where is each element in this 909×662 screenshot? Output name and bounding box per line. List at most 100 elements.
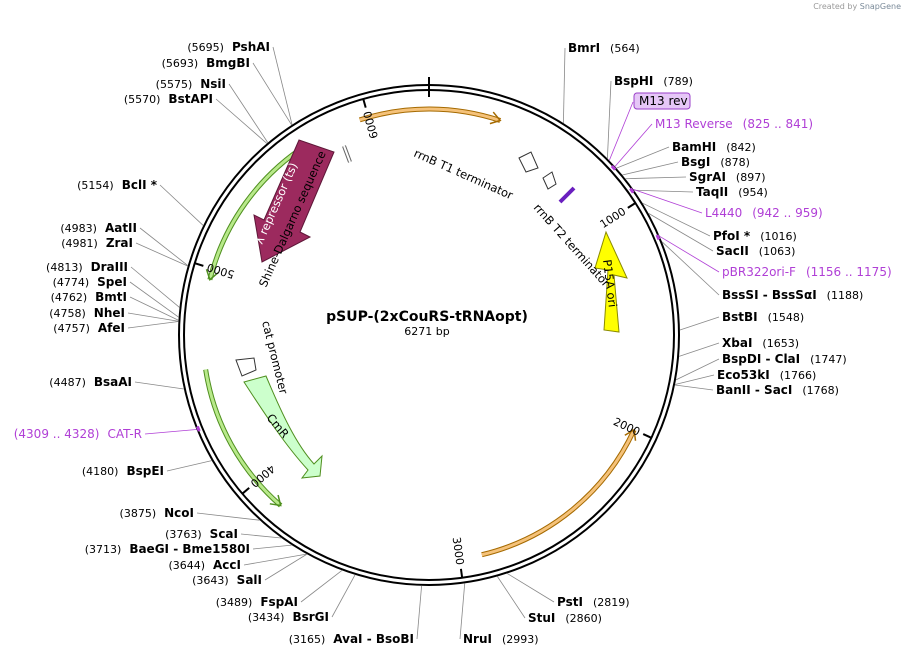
pos-taqii: (954) [738, 186, 768, 199]
leader-m13-rev [608, 101, 634, 161]
pos-bstbi: (1548) [768, 311, 805, 324]
label-nsii: NsiI [200, 77, 226, 91]
credit-prefix: Created by [813, 2, 858, 11]
pos-nhei: (4758) [49, 307, 86, 320]
label-acci: AccI [213, 558, 241, 572]
leader-banii-saci [674, 384, 714, 391]
tick-5000 [194, 262, 204, 267]
leader-nrui [459, 583, 466, 640]
pos-acci: (3644) [168, 559, 205, 572]
l4440-primer-mark [558, 186, 576, 204]
pos-zrai: (4981) [61, 237, 98, 250]
label-taqii: TaqII [696, 185, 728, 199]
tick-6000 [362, 98, 367, 108]
primer-mark [629, 187, 635, 194]
label-cat-r: CAT-R [107, 427, 142, 441]
pos-bspei: (4180) [82, 465, 119, 478]
leader-bsssi-bsss-i [661, 241, 720, 296]
feature-arrowhead-1 [205, 269, 219, 282]
leader-avai-bsobi [416, 585, 422, 640]
pos-bsrgi: (3434) [248, 611, 285, 624]
label-bmri: BmrI [568, 41, 600, 55]
backbone-ring [178, 77, 680, 586]
label-pbr322ori-f: pBR322ori-F [722, 265, 796, 279]
label-bamhi: BamHI [672, 140, 716, 154]
label-spei: SpeI [97, 275, 127, 289]
label-bsssi-bsss-i: BssSI - BssSαI [722, 288, 817, 302]
pos-bsphi: (789) [663, 75, 693, 88]
lambda-repressor-arrow [253, 139, 335, 263]
leader-bsrgi [331, 574, 356, 618]
pos-bsgi: (878) [720, 156, 750, 169]
feature-arc-outline [481, 428, 637, 558]
label-stui: StuI [528, 611, 555, 625]
label-pfoi: PfoI * [713, 229, 751, 243]
label-zrai: ZraI [106, 236, 133, 250]
label-banii-saci: BanII - SacI [716, 383, 792, 397]
leader-nsii [228, 83, 269, 143]
p15a-ori-arrow [594, 230, 628, 333]
cmr-arrow [243, 375, 323, 479]
pos-eco53ki: (1766) [780, 369, 817, 382]
rrnb-t2-terminator-mark [542, 171, 557, 190]
leader-bsaai [134, 381, 184, 390]
feature-arc-0 [359, 107, 501, 122]
label-bsphi: BspHI [614, 74, 653, 88]
feature-arc-2 [481, 429, 636, 557]
label-baegi-bme1580i: BaeGI - Bme1580I [129, 542, 250, 556]
pos-spei: (4774) [53, 276, 90, 289]
leader-ncoi [196, 512, 260, 521]
shine-dalgarno-mark-inner [343, 145, 351, 163]
label-bmti: BmtI [95, 290, 127, 304]
pos-pfoi: (1016) [760, 230, 797, 243]
leader-pbr322ori-f [659, 236, 720, 273]
leader-sgrai [625, 176, 687, 180]
tick-label-1000: 1000 [598, 205, 629, 231]
leader-xbai [678, 342, 720, 357]
pos-nsii: (5575) [156, 78, 193, 91]
p15a-ori-label: P15A ori [600, 259, 620, 308]
leader-sacii [648, 213, 714, 252]
leader-spei [129, 281, 179, 318]
snapgene-credit: Created by SnapGene [813, 2, 901, 11]
leader-bstapi [215, 98, 268, 144]
pos-bstapi: (5570) [124, 93, 161, 106]
pos-ncoi: (3875) [120, 507, 157, 520]
feature-arcs [203, 106, 637, 558]
label-aatii: AatII [105, 221, 137, 235]
pos-bmgbi: (5693) [162, 57, 199, 70]
leader-pshai [272, 46, 293, 125]
pos-banii-saci: (1768) [802, 384, 839, 397]
label-l4440: L4440 [705, 206, 742, 220]
leader-baegi-bme1580i [252, 544, 292, 550]
leader-m13-reverse [614, 123, 653, 167]
leader-pfoi- [642, 202, 711, 237]
leader-afei [127, 321, 179, 329]
plasmid-size: 6271 bp [404, 325, 449, 338]
leader-nhei [127, 312, 179, 322]
pos-sacii: (1063) [759, 245, 796, 258]
pos-bsaai: (4487) [49, 376, 86, 389]
pos-draiii: (4813) [46, 261, 83, 274]
cat-promoter-mark [235, 357, 257, 377]
tick-1000 [627, 202, 636, 209]
label-bmgbi: BmgBI [206, 56, 250, 70]
leader-cat-r [144, 429, 197, 435]
label-bcli: BclI * [122, 178, 158, 192]
pos-afei: (4757) [53, 322, 90, 335]
rrnb-t2-label: rrnB T2 terminator [531, 201, 613, 290]
leader-bmti [129, 296, 179, 321]
pos-aatii: (4983) [60, 222, 97, 235]
pos-nrui: (2993) [502, 633, 539, 646]
label-sacii: SacII [716, 244, 749, 258]
label-pshai: PshAI [232, 40, 270, 54]
tick-4000 [241, 487, 250, 495]
label-bsaai: BsaAI [94, 375, 132, 389]
primer-mark [196, 425, 201, 432]
pos-sali: (3643) [192, 574, 229, 587]
feature-arrowhead-0 [489, 111, 502, 125]
leader-eco53ki [674, 374, 715, 385]
label-bsrgi: BsrGI [292, 610, 329, 624]
leader-bstbi [679, 316, 720, 331]
pos-l4440: (942 .. 959) [752, 206, 822, 220]
